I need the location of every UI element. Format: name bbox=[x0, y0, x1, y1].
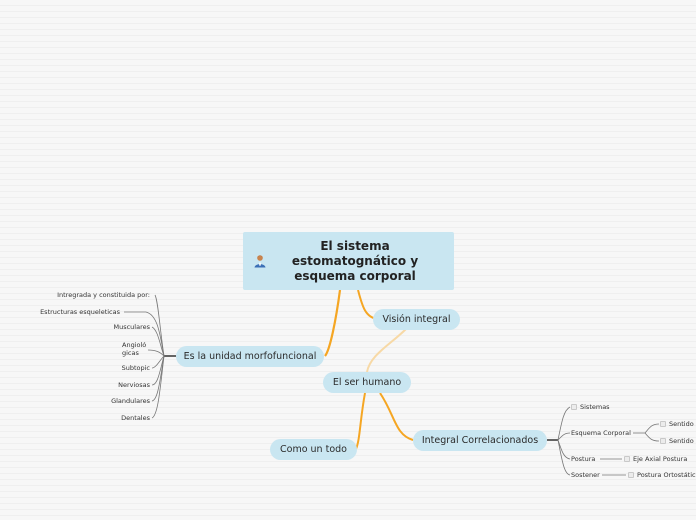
subtopic-sistemas[interactable]: Sistemas bbox=[571, 403, 610, 411]
subtopic-musculares[interactable]: Musculares bbox=[113, 323, 150, 331]
central-title-line: estomatognático y bbox=[291, 254, 419, 268]
checkbox-icon[interactable] bbox=[624, 456, 630, 462]
subtopic-postura[interactable]: Postura bbox=[571, 455, 596, 463]
node-label: Visión integral bbox=[382, 314, 451, 325]
checkbox-icon[interactable] bbox=[571, 404, 577, 410]
node-como-un-todo[interactable]: Como un todo bbox=[270, 439, 357, 460]
checkbox-icon[interactable] bbox=[660, 421, 666, 427]
subtopic-angiologicas-line1[interactable]: Angioló bbox=[122, 341, 147, 349]
subtopic-label: Postura Ortostátic bbox=[637, 471, 696, 479]
subtopic-sentido-1[interactable]: Sentido bbox=[660, 420, 694, 428]
subtopic-glandulares[interactable]: Glandulares bbox=[111, 397, 150, 405]
connector-ser-humano-todo bbox=[355, 392, 366, 450]
morfo-branch-lines bbox=[124, 294, 165, 419]
subtopic-estructuras[interactable]: Estructuras esqueleticas bbox=[40, 308, 120, 316]
node-ser-humano[interactable]: El ser humano bbox=[323, 372, 411, 393]
central-title-line: esquema corporal bbox=[294, 269, 416, 283]
subtopic-sostener[interactable]: Sostener bbox=[571, 471, 600, 479]
subtopic-label: Sistemas bbox=[580, 403, 610, 411]
correlacionados-branch-lines bbox=[557, 406, 660, 476]
node-label: Integral Correlacionados bbox=[421, 435, 539, 446]
node-label: El ser humano bbox=[332, 377, 402, 388]
subtopic-label: Sentido bbox=[669, 437, 694, 445]
node-unidad-morfofuncional[interactable]: Es la unidad morfofuncional bbox=[176, 346, 324, 367]
connector-vision-ser-humano bbox=[366, 328, 407, 373]
subtopic-eje-axial[interactable]: Eje Axial Postura bbox=[624, 455, 687, 463]
checkbox-icon[interactable] bbox=[660, 438, 666, 444]
subtopic-dentales[interactable]: Dentales bbox=[121, 414, 150, 422]
central-title-line: El sistema bbox=[320, 239, 390, 253]
subtopic-angiologicas-line2[interactable]: gicas bbox=[122, 349, 139, 357]
subtopic-sentido-2[interactable]: Sentido bbox=[660, 437, 694, 445]
subtopic-label: Eje Axial Postura bbox=[633, 455, 688, 463]
connector-ser-humano-correlacionados bbox=[379, 392, 414, 441]
subtopic-label: Sentido bbox=[669, 420, 694, 428]
node-label: Es la unidad morfofuncional bbox=[183, 351, 317, 362]
central-topic[interactable] bbox=[243, 232, 454, 290]
subtopic-integrada[interactable]: Intregrada y constituida por: bbox=[57, 291, 150, 299]
subtopic-nerviosas[interactable]: Nerviosas bbox=[118, 381, 150, 389]
checkbox-icon[interactable] bbox=[628, 472, 634, 478]
subtopic-subtopic[interactable]: Subtopic bbox=[121, 364, 150, 372]
node-label: Como un todo bbox=[280, 444, 347, 455]
connector-central-ser-humano bbox=[324, 289, 342, 357]
subtopic-postura-ortostatica[interactable]: Postura Ortostátic bbox=[628, 471, 696, 479]
node-vision-integral[interactable]: Visión integral bbox=[373, 309, 460, 330]
central-title: El sistema estomatognático y esquema cor… bbox=[276, 239, 434, 284]
node-integral-correlacionados[interactable]: Integral Correlacionados bbox=[413, 430, 547, 451]
subtopic-esquema-corporal[interactable]: Esquema Corporal bbox=[571, 429, 631, 437]
person-icon bbox=[254, 255, 266, 268]
